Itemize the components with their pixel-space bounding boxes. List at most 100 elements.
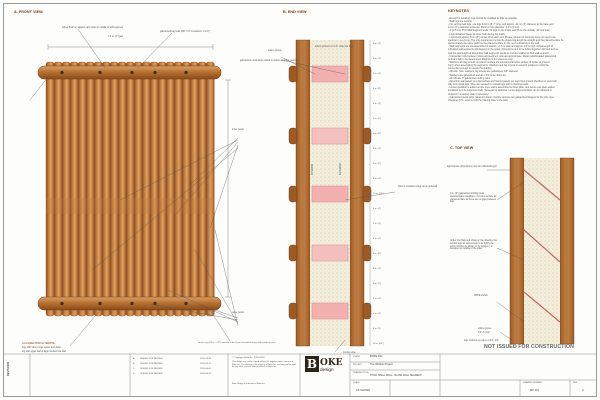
- end-pink-blocks: [311, 65, 349, 320]
- end-dimension: 5 in. (5"): [373, 328, 382, 330]
- front-log: [165, 61, 175, 317]
- revision-number: B: [133, 363, 135, 365]
- keynote-line: connection enough to ensure the stabilit…: [448, 67, 492, 71]
- keynotes-block: KEYNOTES - Except for detailing, logs sh…: [448, 9, 588, 102]
- logo-text: OKE: [320, 358, 343, 368]
- logo-letter: B: [305, 356, 319, 372]
- copyright-text: This design may not be copied without th…: [232, 361, 296, 369]
- client-label: CLIENT: [353, 356, 361, 358]
- end-dimension: 5 in. (5"): [373, 283, 382, 285]
- revision-number: A: [133, 358, 135, 360]
- end-dimension: 4 in. (4"): [373, 103, 382, 105]
- top-wall-lines: [516, 158, 568, 344]
- keynote-line: Insulation is to be Esgmund Cells (Seneg…: [448, 89, 552, 93]
- end-insulation-label: blow in insulation stage area (optional): [398, 186, 438, 188]
- drawing-number-value: MP 101: [530, 389, 539, 392]
- rev-value: C: [582, 389, 584, 392]
- end-dimension: 10 in. (10"): [373, 193, 384, 195]
- front-log: [197, 61, 207, 317]
- scale-value: AS SHOWN: [356, 389, 371, 392]
- revision-description: ISSUED FOR REVIEW: [140, 363, 163, 365]
- end-dimension: 2 in. (2"): [373, 163, 382, 165]
- end-dimension: 5 in. (5"): [373, 118, 382, 120]
- keynote-line: - Wall segments are pre-assembled in spa…: [448, 45, 553, 49]
- boke-logo: B OKE design: [305, 356, 347, 372]
- keynote-line: - Wall logs are vertical.: [448, 19, 473, 23]
- top-note-bottom: logs confirms by same of 1/4"-1/2": [464, 340, 499, 342]
- project-value: The Wobble Project: [370, 363, 393, 366]
- keynote-line: - Galvanized metal strips nailed in bott…: [448, 95, 554, 99]
- end-view: [280, 39, 396, 353]
- copyright-line: © Copyright Boke Inc. 2015-2020: [232, 357, 265, 359]
- drawing-number-label: DRAWING NUMBER: [523, 382, 542, 384]
- end-dimension: 4 in. (4"): [373, 238, 382, 240]
- end-exterior-label: EXTERIOR: [340, 163, 342, 175]
- keynote-line: - Assemble wall panels on a flat surface…: [448, 79, 557, 83]
- rev-label: REV: [573, 382, 578, 384]
- top-view: [487, 157, 575, 345]
- end-dimension: 4 in. (4"): [373, 268, 382, 270]
- title-block-lines: [3, 353, 597, 397]
- front-log: [45, 61, 55, 317]
- front-log: [133, 61, 143, 317]
- keynote-line: - Except for detailing, logs should be m…: [448, 16, 518, 20]
- client-value: BOKE INC.: [370, 355, 384, 358]
- end-dimension: 4 in. (4"): [373, 73, 382, 75]
- front-logs-direction-label: LOG DIRECTIONS & TERMITE: [22, 343, 55, 345]
- front-log: [101, 61, 111, 317]
- front-view-logs: [45, 61, 215, 317]
- end-leaders: [280, 56, 396, 353]
- top-braces: [523, 169, 561, 323]
- front-galrod-label: galvanized lag bolts (3/8" X 8" & washer…: [160, 31, 210, 33]
- keynotes-lines: - Except for detailing, logs should be m…: [448, 17, 588, 102]
- front-top-rail: [37, 65, 222, 80]
- keynote-line: - For vertical wall logs, use logs 8-10 …: [448, 23, 554, 27]
- keynote-line: - Washers are galvanized and all 1 3/4" …: [448, 73, 507, 77]
- revision-date: 2015-05-12: [200, 363, 212, 365]
- end-footing-label: footing edge: [343, 352, 356, 354]
- front-logs-direction-3: log with upper half of logs inserted int…: [22, 351, 67, 353]
- front-bolts: [60, 70, 188, 306]
- revision-date: 2015-06-02: [200, 368, 212, 370]
- front-inner-posts-label: inner posts: [232, 128, 244, 131]
- end-dimension: 6 in. (6"): [373, 253, 382, 255]
- end-dimension: 4 in. (4"): [373, 148, 382, 150]
- front-band: [46, 198, 214, 214]
- logo-subtext: design: [320, 367, 334, 372]
- end-dimension: 5 in. (5"): [373, 223, 382, 225]
- front-gap-label: 1.5 in. (4") gap: [108, 36, 123, 38]
- revision-number: D: [133, 373, 135, 375]
- end-dimension: 3 in. (3"): [373, 58, 382, 60]
- front-log: [189, 61, 199, 317]
- front-socket-label: socket cap (1/2 in. = 20") inserted to t…: [198, 342, 276, 344]
- front-log: [85, 61, 95, 317]
- revisions-header: REVISIONS: [7, 361, 10, 376]
- keynote-line: strapping (5 ft), used to hold the plani…: [448, 98, 509, 102]
- copyright-division: Boke Design is a division of Boke Inc.: [232, 383, 266, 385]
- keynote-line: - Washers and lag screws on interior sur…: [448, 60, 550, 64]
- drawing-title-label: DRAWING TITLE: [353, 372, 369, 374]
- keynote-line: - Loose insulation is added on site once…: [448, 86, 555, 90]
- front-bolts-label: bolted flush on against each other in mi…: [62, 27, 123, 29]
- front-outer-posts-label: outer posts: [232, 311, 244, 314]
- front-leaders: [29, 28, 239, 347]
- keynote-line: well the total length of assembled wall …: [448, 51, 550, 55]
- end-view-title: B. END VIEW: [283, 10, 307, 14]
- end-inner-lines: [302, 40, 358, 346]
- front-logs-direction-2: logs with tabs of logs center and down: [22, 347, 61, 349]
- end-dimension: 4 in. (4"): [373, 313, 382, 315]
- top-insulation: [524, 158, 560, 344]
- end-spline2-label: spline grooves cut 4 in. wide into logs: [315, 46, 354, 48]
- top-hdpe-label: HDPE shown: [474, 295, 488, 297]
- end-dimension: 36 in. (36"): [373, 343, 384, 345]
- front-log: [149, 61, 159, 317]
- front-view-title: A. FRONT VIEW: [14, 10, 43, 14]
- keynote-line: injury when assembling the segments. Was…: [448, 64, 549, 68]
- front-log: [93, 61, 103, 317]
- keynote-line: dropped in a wetted state if necessary.: [448, 92, 489, 96]
- top-spline-label: spline groove: [478, 328, 492, 330]
- top-view-title: C. TOP VIEW: [450, 146, 474, 150]
- end-dimension: 3 in. (3"): [373, 43, 382, 45]
- top-spline2-label: 1/4" (6 mm): [478, 332, 490, 334]
